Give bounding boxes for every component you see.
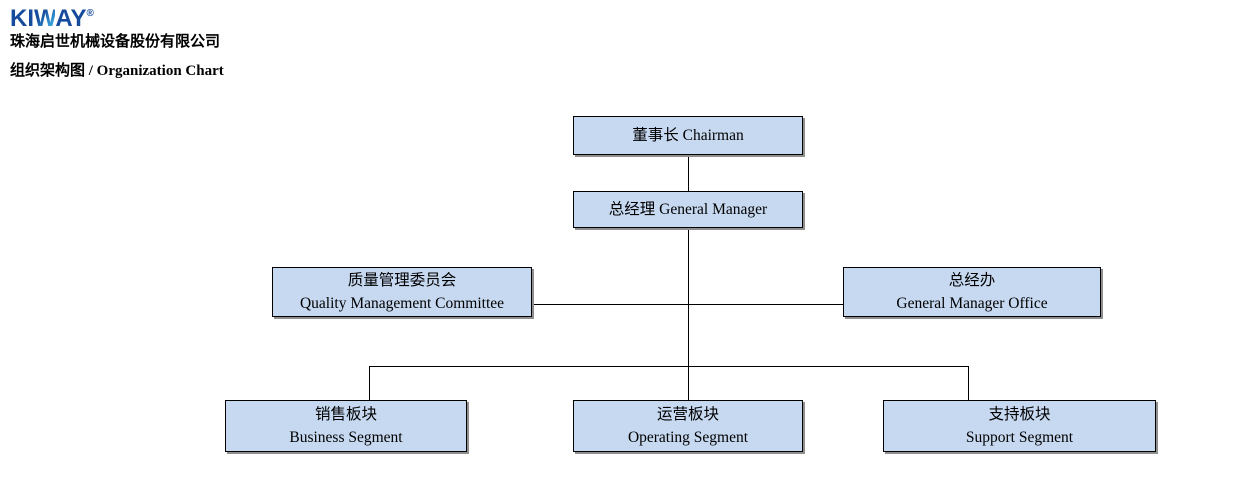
logo-text-part1: KI: [10, 5, 34, 32]
org-node-label-zh: 总经办: [948, 272, 996, 289]
org-node-label-en: Support Segment: [965, 429, 1074, 446]
org-node-operating-segment: 运营板块 Operating Segment: [573, 400, 803, 452]
connector-drop-support-segment: [968, 366, 969, 400]
org-node-label-zh: 运营板块: [656, 406, 719, 423]
org-node-general-manager-office: 总经办 General Manager Office: [843, 267, 1101, 317]
org-node-label-zh: 质量管理委员会: [347, 272, 457, 289]
org-node-support-segment: 支持板块 Support Segment: [883, 400, 1156, 452]
org-node-label: 总经理 General Manager: [608, 201, 768, 218]
org-node-business-segment: 销售板块 Business Segment: [225, 400, 467, 452]
connector-gm-trunk: [688, 228, 689, 400]
registered-trademark-icon: ®: [86, 8, 94, 19]
org-node-chairman: 董事长 Chairman: [573, 116, 803, 155]
org-node-label-en: Operating Segment: [627, 429, 749, 446]
company-name: 珠海启世机械设备股份有限公司: [10, 33, 221, 50]
org-node-label-zh: 销售板块: [314, 406, 377, 423]
org-node-label-zh: 支持板块: [988, 406, 1051, 423]
connector-drop-business-segment: [369, 366, 370, 400]
connector-qmc-to-gm-office: [532, 304, 843, 305]
org-node-label-en: Business Segment: [289, 429, 403, 446]
connector-segments-horizontal: [369, 366, 969, 367]
org-node-label: 董事长 Chairman: [632, 127, 744, 144]
logo-text-part3: AY: [55, 5, 87, 32]
org-node-quality-management-committee: 质量管理委员会 Quality Management Committee: [272, 267, 532, 317]
org-node-label-en: Quality Management Committee: [299, 295, 505, 312]
page-title: 组织架构图 / Organization Chart: [10, 63, 224, 79]
kiway-logo: KIWAY®: [10, 2, 94, 31]
org-node-general-manager: 总经理 General Manager: [573, 191, 803, 228]
connector-chairman-to-gm: [688, 155, 689, 191]
org-node-label-en: General Manager Office: [896, 295, 1048, 312]
logo-text-part2: W: [34, 5, 56, 32]
